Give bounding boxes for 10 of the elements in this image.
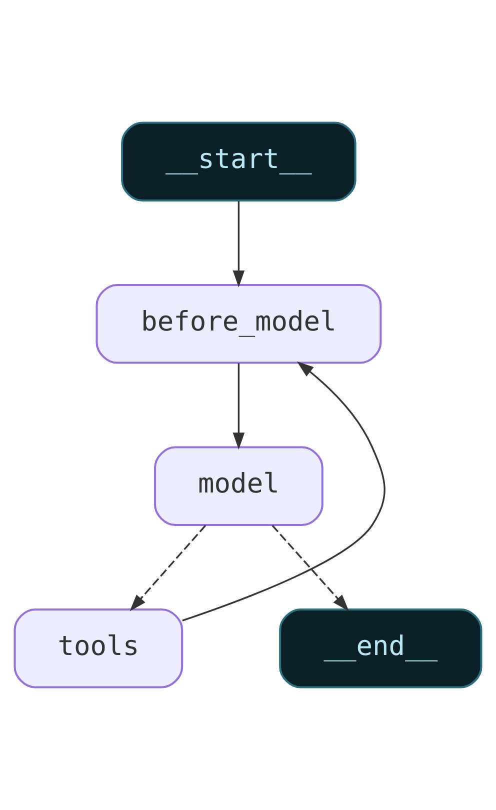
node-box: __start__ xyxy=(121,122,356,202)
arrow xyxy=(182,361,386,622)
node-box: model xyxy=(154,446,324,526)
arrow xyxy=(130,524,206,612)
node-box: before_model xyxy=(96,284,382,364)
arrow xyxy=(232,200,245,288)
arrow xyxy=(232,363,245,450)
arrow xyxy=(272,524,349,612)
node-box: tools xyxy=(14,608,184,688)
node-box: __end__ xyxy=(279,608,482,688)
